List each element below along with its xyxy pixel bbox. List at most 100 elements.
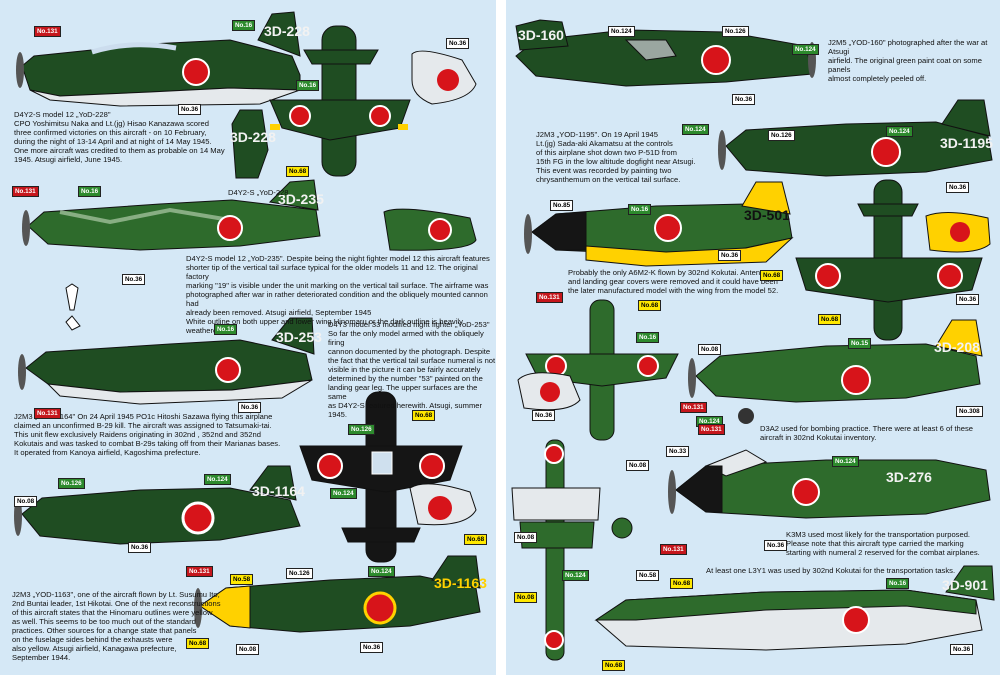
- decal-tag: No.124: [562, 570, 589, 581]
- decal-tag: No.36: [128, 542, 152, 553]
- d3a2-208-side-view: 3D-208: [688, 319, 983, 424]
- d4y2-228-top-view: [269, 25, 411, 177]
- decal-tag: No.16: [78, 186, 102, 197]
- decal-tag: No.16: [636, 332, 660, 343]
- l3y1-901-side-view: 3D-901: [594, 565, 995, 651]
- decal-tag: No.16: [886, 578, 910, 589]
- code-yod228-tail: 3D-228: [230, 129, 276, 145]
- code-yod228: 3D-228: [264, 23, 310, 39]
- d3a2-top-view: [795, 179, 983, 341]
- decal-tag: No.68: [286, 166, 310, 177]
- k3m3-top-view: [511, 439, 633, 661]
- decal-tag: No.131: [186, 566, 213, 577]
- decal-tag: No.36: [360, 642, 384, 653]
- decal-tag: No.36: [238, 402, 262, 413]
- d4y2-228-tail-inset: 3D-228: [230, 109, 276, 179]
- code-yod901: 3D-901: [942, 577, 988, 593]
- d4y2-228-side-view: 3D-228: [16, 11, 310, 107]
- decal-tag: No.16: [628, 204, 652, 215]
- caption-d4y2-228-topview: D4Y2-S „YoD-228: [228, 188, 289, 197]
- decal-tag: No.124: [330, 488, 357, 499]
- left-artwork: 3D-228 3D-228 3D-235: [14, 11, 487, 633]
- caption-k3m3: K3M3 used most likely for the transporta…: [786, 530, 980, 557]
- decal-tag: No.08: [14, 496, 38, 507]
- j2m3-cowl-inset: [409, 483, 477, 526]
- decal-tag: No.68: [464, 534, 488, 545]
- decal-tag: No.131: [34, 26, 61, 37]
- decal-tag: No.68: [760, 270, 784, 281]
- a6m2k-top-view: [525, 299, 679, 441]
- code-yod1163: 3D-1163: [434, 575, 487, 591]
- decal-tag: No.124: [832, 456, 859, 467]
- decal-tag: No.126: [286, 568, 313, 579]
- caption-d3a2: D3A2 used for bombing practice. There we…: [760, 424, 974, 442]
- decal-tag: No.58: [636, 570, 660, 581]
- panel-gutter: [496, 0, 506, 675]
- d3a2-cowl-inset: [925, 212, 991, 253]
- decal-tag: No.16: [296, 80, 320, 91]
- d4y3-253-side-view: 3D-253: [18, 317, 322, 405]
- caption-d4y2-228: D4Y2-S model 12 „YoD-228" CPO Yoshimitsu…: [14, 110, 225, 164]
- j2m3-1163-side-view: 3D-1163: [194, 555, 487, 633]
- decal-tag: No.126: [722, 26, 749, 37]
- code-yod1164: 3D-1164: [252, 483, 305, 499]
- decal-tag: No.16: [214, 324, 238, 335]
- decal-tag: No.131: [536, 292, 563, 303]
- decal-tag: No.08: [626, 460, 650, 471]
- decal-tag: No.36: [946, 182, 970, 193]
- decal-tag: No.131: [12, 186, 39, 197]
- code-yod1195: 3D-1195: [940, 135, 993, 151]
- code-yod253: 3D-253: [276, 329, 322, 345]
- decal-tag: No.33: [666, 446, 690, 457]
- caption-d4y2-235: D4Y2-S model 12 „YoD-235". Despite being…: [186, 254, 490, 335]
- decal-tag: No.68: [602, 660, 626, 671]
- decal-tag: No.124: [204, 474, 231, 485]
- decal-tag: No.36: [764, 540, 788, 551]
- j2m5-160-side-view: 3D-160: [515, 19, 816, 87]
- decal-tag: No.68: [186, 638, 210, 649]
- decal-tag: No.68: [638, 300, 662, 311]
- decal-tag: No.68: [670, 578, 694, 589]
- decal-tag: No.124: [682, 124, 709, 135]
- code-yod235: 3D-235: [278, 191, 324, 207]
- caption-d4y3-253: D4Y3 model 33 modified night fighter „Yo…: [328, 320, 496, 419]
- caption-a6m2k: Probably the only A6M2-K flown by 302nd …: [568, 268, 779, 295]
- decal-tag: No.131: [34, 408, 61, 419]
- antenna-detail: [65, 283, 81, 331]
- a6m2k-501-side-view: 3D-501: [524, 181, 794, 267]
- caption-j2m3-1195: J2M3 „YOD-1195". On 19 April 1945 Lt.(jg…: [536, 130, 696, 184]
- decal-tag: No.124: [886, 126, 913, 137]
- decal-tag: No.68: [818, 314, 842, 325]
- code-yod501: 3D-501: [744, 207, 790, 223]
- decal-tag: No.08: [514, 532, 538, 543]
- decal-tag: No.36: [446, 38, 470, 49]
- decal-tag: No.36: [956, 294, 980, 305]
- decal-tag: No.36: [122, 274, 146, 285]
- decal-tag: No.08: [236, 644, 260, 655]
- decal-tag: No.58: [230, 574, 254, 585]
- decal-tag: No.36: [950, 644, 974, 655]
- decal-tag: No.08: [514, 592, 538, 603]
- decal-tag: No.08: [698, 344, 722, 355]
- decal-tag: No.126: [768, 130, 795, 141]
- decal-tag: No.15: [848, 338, 872, 349]
- decal-tag: No.36: [732, 94, 756, 105]
- right-artwork: 3D-160 3D-1195 3D-501: [511, 19, 995, 661]
- decal-tag: No.131: [660, 544, 687, 555]
- d4y2-235-side-view: 3D-235: [22, 179, 324, 251]
- decal-tag: No.36: [718, 250, 742, 261]
- decal-tag: No.124: [792, 44, 819, 55]
- left-panel: 3D-228 3D-228 3D-235: [0, 0, 496, 675]
- d4y2-235-wing-inset: [383, 208, 477, 251]
- decal-tag: No.36: [532, 410, 556, 421]
- decal-tag: No.126: [348, 424, 375, 435]
- code-yod276: 3D-276: [886, 469, 932, 485]
- decal-tag: No.308: [956, 406, 983, 417]
- code-yod208: 3D-208: [934, 339, 980, 355]
- decal-tag: No.36: [178, 104, 202, 115]
- a6m2k-cowl-inset: [517, 372, 581, 411]
- d4y2-228-cowl-inset: [411, 50, 477, 105]
- caption-j2m5-160: J2M5 „YOD-160" photographed after the wa…: [828, 38, 988, 83]
- decal-tag: No.85: [550, 200, 574, 211]
